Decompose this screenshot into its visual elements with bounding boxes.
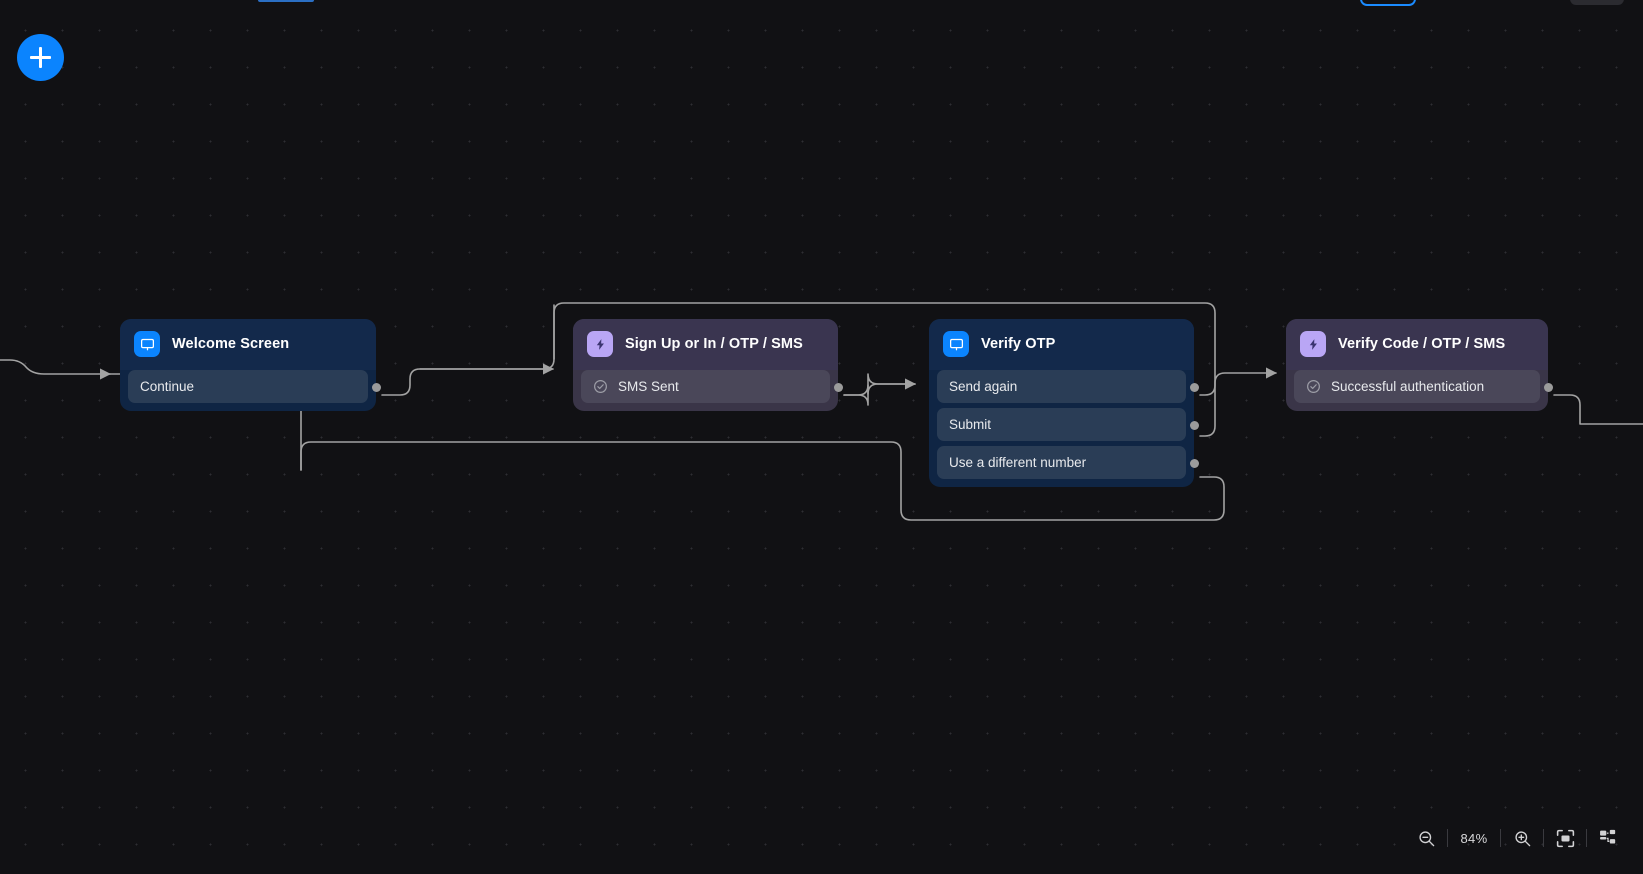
zoom-level-label[interactable]: 84% <box>1460 830 1488 846</box>
top-toolbar-stub-secondary-button[interactable] <box>1570 0 1624 5</box>
check-circle-icon <box>593 379 608 394</box>
node-row-label: Use a different number <box>949 455 1087 470</box>
flow-node-sign-up-or-in-otp-sms[interactable]: Sign Up or In / OTP / SMS SMS Sent <box>573 319 843 411</box>
node-rows: SMS Sent <box>573 370 838 411</box>
node-title: Welcome Screen <box>172 336 290 352</box>
lightning-bolt-icon <box>1300 331 1326 357</box>
fit-to-screen-button[interactable] <box>1544 821 1586 855</box>
node-output-port[interactable] <box>834 383 843 392</box>
top-toolbar-stub-primary-button[interactable] <box>1360 0 1416 6</box>
node-header[interactable]: Verify OTP <box>929 319 1194 370</box>
node-title: Verify OTP <box>981 336 1056 352</box>
node-row[interactable]: Use a different number <box>937 446 1186 479</box>
check-circle-icon <box>1306 379 1321 394</box>
node-output-port[interactable] <box>1544 383 1553 392</box>
node-row-label: Submit <box>949 417 992 432</box>
edge-signup-to-verify-otp <box>843 373 917 406</box>
node-rows: Successful authentication <box>1286 370 1548 411</box>
node-header[interactable]: Verify Code / OTP / SMS <box>1286 319 1548 370</box>
node-row[interactable]: SMS Sent <box>581 370 830 403</box>
top-toolbar-stub-line <box>258 0 314 2</box>
node-body: Sign Up or In / OTP / SMS SMS Sent <box>573 319 838 411</box>
edge-verify-code-to-offscreen <box>1553 394 1643 425</box>
auto-layout-button[interactable] <box>1587 821 1629 855</box>
toolbar-divider <box>1447 829 1448 847</box>
node-row-label: Send again <box>949 379 1018 394</box>
node-row[interactable]: Submit <box>937 408 1186 441</box>
node-row[interactable]: Successful authentication <box>1294 370 1540 403</box>
node-rows: Continue <box>120 370 376 411</box>
node-row-label: Successful authentication <box>1331 379 1485 394</box>
flow-node-verify-code-otp-sms[interactable]: Verify Code / OTP / SMS Successful authen… <box>1286 319 1553 411</box>
node-title: Sign Up or In / OTP / SMS <box>625 336 803 352</box>
zoom-in-button[interactable] <box>1501 821 1543 855</box>
node-output-port[interactable] <box>1190 383 1199 392</box>
node-output-port[interactable] <box>1190 459 1199 468</box>
zoom-out-button[interactable] <box>1405 821 1447 855</box>
node-output-port[interactable] <box>1190 421 1199 430</box>
screen-icon <box>134 331 160 357</box>
plus-icon <box>39 47 42 68</box>
edge-signup-to-verify-otp-b <box>843 383 916 396</box>
toolbar-divider <box>1586 829 1587 847</box>
lightning-bolt-icon <box>587 331 613 357</box>
edge-welcome-continue-to-signup <box>381 363 555 396</box>
node-header[interactable]: Sign Up or In / OTP / SMS <box>573 319 838 370</box>
node-body: Verify Code / OTP / SMS Successful authen… <box>1286 319 1548 411</box>
screen-icon <box>943 331 969 357</box>
toolbar-divider <box>1543 829 1544 847</box>
node-row-label: SMS Sent <box>618 379 679 394</box>
add-node-button[interactable] <box>17 34 64 81</box>
node-row[interactable]: Continue <box>128 370 368 403</box>
edge-submit-to-verify-code <box>1199 367 1278 437</box>
zoom-toolbar: 84% <box>1405 820 1629 856</box>
node-title: Verify Code / OTP / SMS <box>1338 336 1506 352</box>
edge-offscreen-to-welcome <box>0 359 112 380</box>
node-row-label: Continue <box>140 379 195 394</box>
node-header[interactable]: Welcome Screen <box>120 319 376 370</box>
node-row[interactable]: Send again <box>937 370 1186 403</box>
toolbar-divider <box>1500 829 1501 847</box>
node-output-port[interactable] <box>372 383 381 392</box>
edge-loopback-join-signup <box>419 304 555 370</box>
